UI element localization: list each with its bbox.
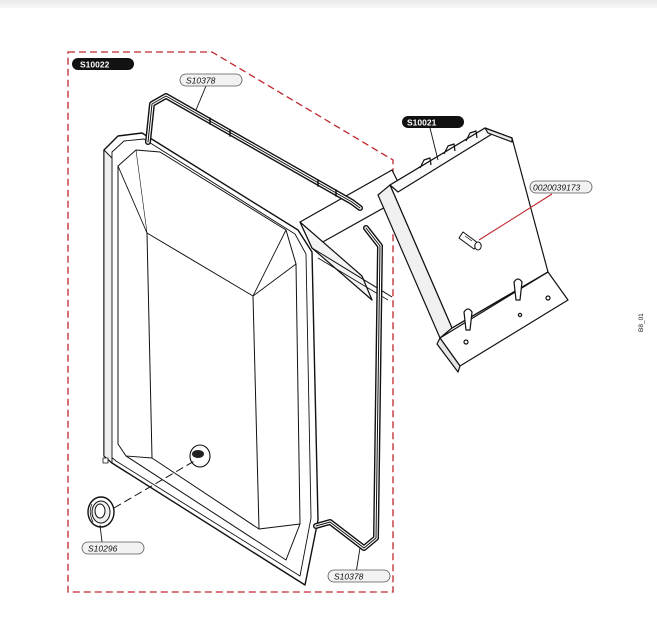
svg-text:S10378: S10378 bbox=[186, 76, 216, 86]
svg-text:S10378: S10378 bbox=[334, 572, 364, 582]
grommet-leader bbox=[99, 524, 103, 543]
gasket-bottom bbox=[313, 225, 383, 551]
door-assembly-badge: S10022 bbox=[72, 58, 134, 70]
door-assembly-outline bbox=[67, 51, 394, 593]
screw-leader-line bbox=[478, 193, 553, 241]
grommet-badge: S10296 bbox=[81, 541, 145, 555]
diagram-code: B8_01 bbox=[638, 313, 645, 332]
screw-badge: 0020039173 bbox=[529, 180, 593, 194]
svg-text:S10296: S10296 bbox=[88, 544, 118, 554]
gasket-top bbox=[145, 93, 363, 211]
gasket-bottom-badge: S10378 bbox=[327, 569, 391, 583]
top-strip bbox=[0, 0, 657, 8]
svg-text:S10021: S10021 bbox=[407, 118, 437, 128]
gasket-top-leader bbox=[195, 85, 207, 111]
duct-assembly-badge: S10021 bbox=[402, 116, 464, 128]
grommet-icon bbox=[87, 496, 115, 528]
grommet-axis-line bbox=[113, 459, 197, 509]
svg-text:0020039173: 0020039173 bbox=[533, 183, 581, 193]
screw-icon bbox=[458, 231, 482, 251]
gasket-bottom-leader bbox=[355, 547, 361, 574]
gasket-top-badge: S10378 bbox=[179, 73, 243, 87]
duct-badge-leader bbox=[429, 127, 439, 161]
svg-text:S10022: S10022 bbox=[80, 60, 110, 70]
duct-assembly bbox=[299, 127, 569, 373]
door-panel bbox=[102, 132, 319, 586]
